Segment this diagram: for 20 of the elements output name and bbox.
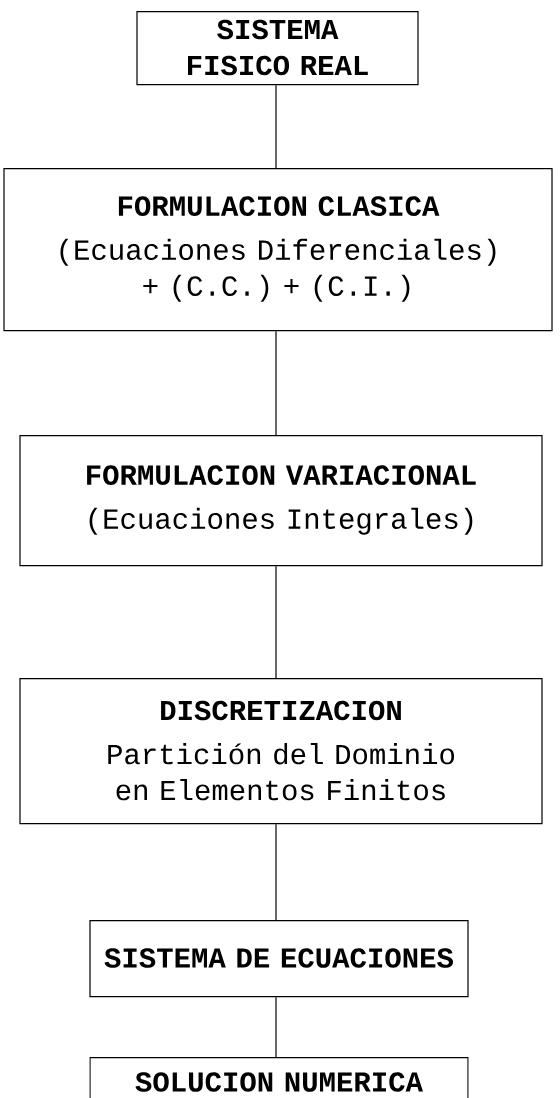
process-box (89, 920, 469, 998)
node-label: DISCRETIZACION (161, 700, 401, 721)
node-label: SISTEMA DE ECUACIONES (104, 948, 454, 968)
node-label: FORMULACION VARIACIONAL (87, 465, 476, 485)
node-label: SOLUCION NUMERICA (135, 1072, 424, 1092)
node-label: FORMULACION CLASICA (118, 196, 440, 216)
node-label: Partición del Dominio en Elementos Finitos (108, 743, 455, 801)
process-box (136, 11, 419, 86)
process-box (19, 678, 543, 825)
process-box (3, 168, 553, 332)
node-label: (Ecuaciones Integrales) (89, 507, 473, 535)
connector-line (275, 565, 277, 679)
connector-line (275, 84, 277, 169)
node-label: SISTEMA FISICO REAL (188, 19, 368, 76)
process-box (89, 1057, 469, 1098)
connector-line (275, 996, 277, 1058)
connector-line (275, 823, 277, 921)
node-label: (Ecuaciones Diferenciales) + (C.C.) + (C.I.) (60, 238, 496, 302)
connector-line (275, 330, 277, 436)
process-box (19, 435, 543, 567)
